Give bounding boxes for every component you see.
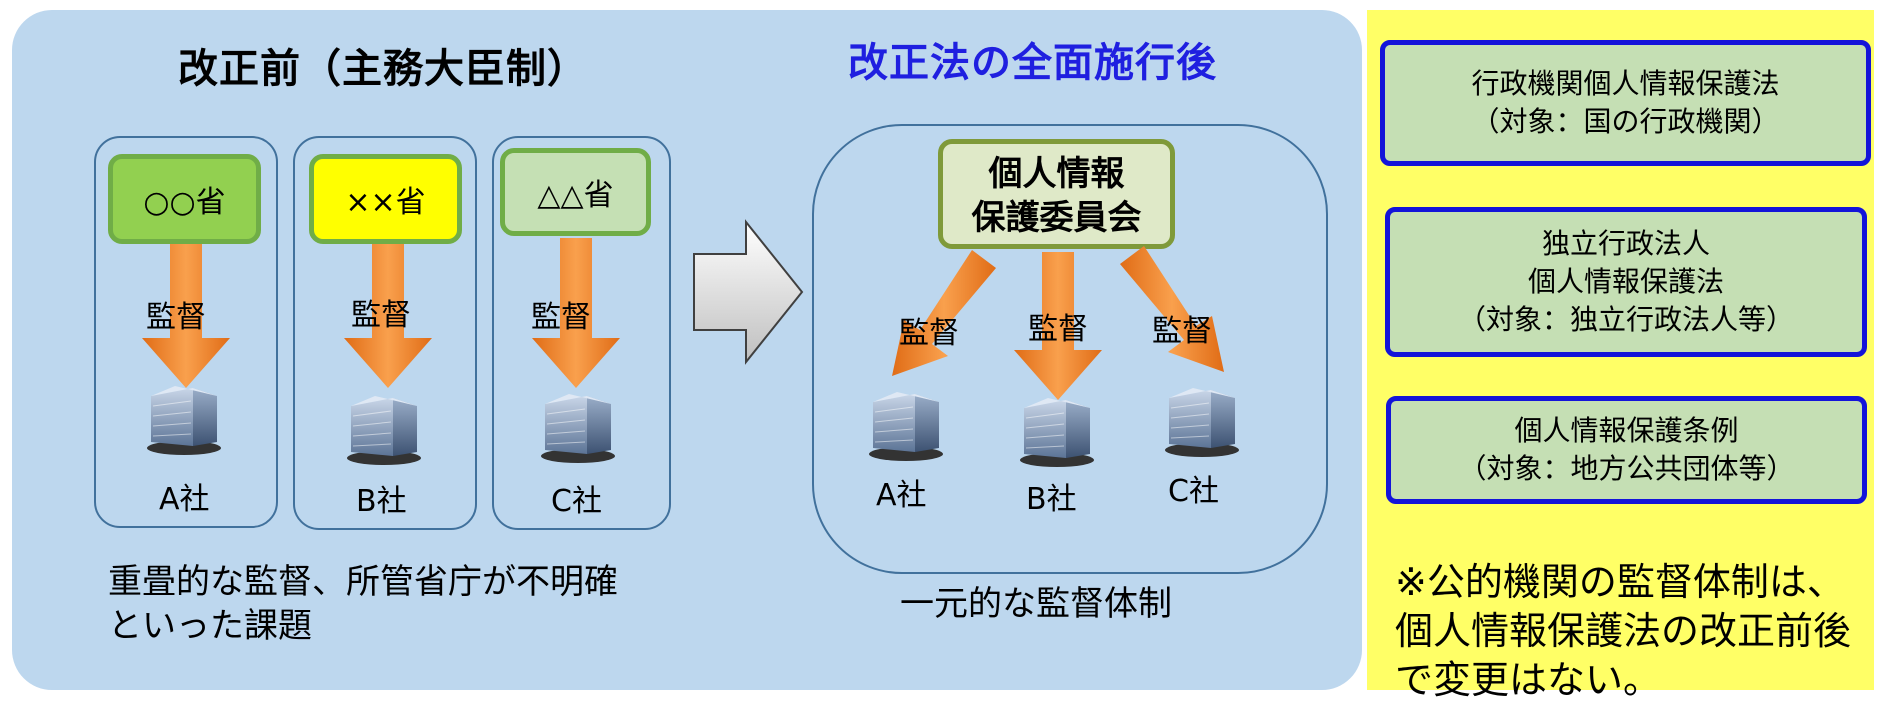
note-text: ※公的機関の監督体制は、 個人情報保護法の改正前後 で変更はない。: [1395, 558, 1851, 705]
supervise-label-c: 監督: [531, 300, 591, 335]
committee-line1: 個人情報: [988, 154, 1125, 194]
ministry-label-1: ○○省: [143, 185, 226, 220]
supervise-label-a: 監督: [146, 300, 206, 335]
law-box-national-line2: （対象：国の行政機関）: [1471, 105, 1780, 138]
law-box-independent-line1: 独立行政法人: [1541, 227, 1710, 260]
arrow-down-icon: [892, 250, 996, 376]
office-building-icon: [869, 392, 943, 461]
before-caption-line2: といった課題: [108, 606, 312, 646]
law-box-national: 行政機関個人情報保護法 （対象：国の行政機関）: [1380, 40, 1871, 166]
column-box-a: [94, 136, 278, 528]
column-box-c: [492, 136, 671, 530]
arrow-down-icon: [532, 238, 620, 388]
law-box-national-line1: 行政機関個人情報保護法: [1471, 67, 1780, 100]
ministry-box-2: ××省: [309, 154, 462, 244]
ppc-committee-box: 個人情報 保護委員会: [938, 139, 1175, 249]
arrow-down-icon: [1120, 246, 1224, 372]
column-box-b: [293, 136, 477, 530]
before-caption: 重畳的な監督、所管省庁が不明確 といった課題: [108, 560, 618, 648]
company-label-after-a: A社: [876, 478, 927, 513]
office-building-icon: [1020, 398, 1094, 467]
law-box-independent-line2: 個人情報保護法: [1527, 265, 1724, 298]
office-building-icon: [347, 396, 421, 465]
law-box-independent-line3: （対象：独立行政法人等）: [1457, 303, 1794, 336]
law-box-local: 個人情報保護条例 （対象：地方公共団体等）: [1386, 396, 1867, 504]
company-label-b: B社: [356, 484, 407, 519]
company-label-c: C社: [551, 484, 602, 519]
company-label-a: A社: [159, 482, 210, 517]
law-box-local-line2: （対象：地方公共団体等）: [1458, 452, 1795, 485]
company-label-after-c: C社: [1168, 474, 1219, 509]
supervise-label-after-c: 監督: [1152, 314, 1212, 349]
law-box-independent: 独立行政法人 個人情報保護法 （対象：独立行政法人等）: [1385, 207, 1867, 357]
law-box-local-line1: 個人情報保護条例: [1514, 414, 1739, 447]
note-line2: 個人情報保護法の改正前後: [1395, 609, 1852, 653]
after-title: 改正法の全面施行後: [848, 40, 1217, 86]
ministry-box-3: △△省: [500, 148, 651, 236]
supervise-label-after-a: 監督: [899, 316, 959, 351]
supervise-label-after-b: 監督: [1028, 312, 1088, 347]
ministry-label-2: ××省: [345, 185, 426, 220]
note-line1: ※公的機関の監督体制は、: [1395, 560, 1845, 604]
big-right-arrow-icon: [693, 219, 804, 365]
ministry-box-1: ○○省: [108, 154, 261, 244]
ministry-label-3: △△省: [537, 178, 614, 213]
arrow-down-icon: [1014, 252, 1102, 400]
committee-line2: 保護委員会: [971, 198, 1142, 238]
note-line3: で変更はない。: [1395, 658, 1662, 702]
arrow-down-icon: [142, 244, 230, 388]
office-building-icon: [541, 394, 615, 463]
after-caption: 一元的な監督体制: [900, 584, 1172, 624]
arrow-down-icon: [344, 244, 432, 388]
office-building-icon: [147, 386, 221, 455]
before-title: 改正前（主務大臣制）: [178, 46, 588, 92]
company-label-after-b: B社: [1026, 482, 1077, 517]
before-after-panel: [12, 10, 1362, 690]
unified-supervision-box: [812, 124, 1328, 574]
supervise-label-b: 監督: [351, 298, 411, 333]
office-building-icon: [1165, 388, 1239, 457]
before-caption-line1: 重畳的な監督、所管省庁が不明確: [108, 562, 618, 602]
